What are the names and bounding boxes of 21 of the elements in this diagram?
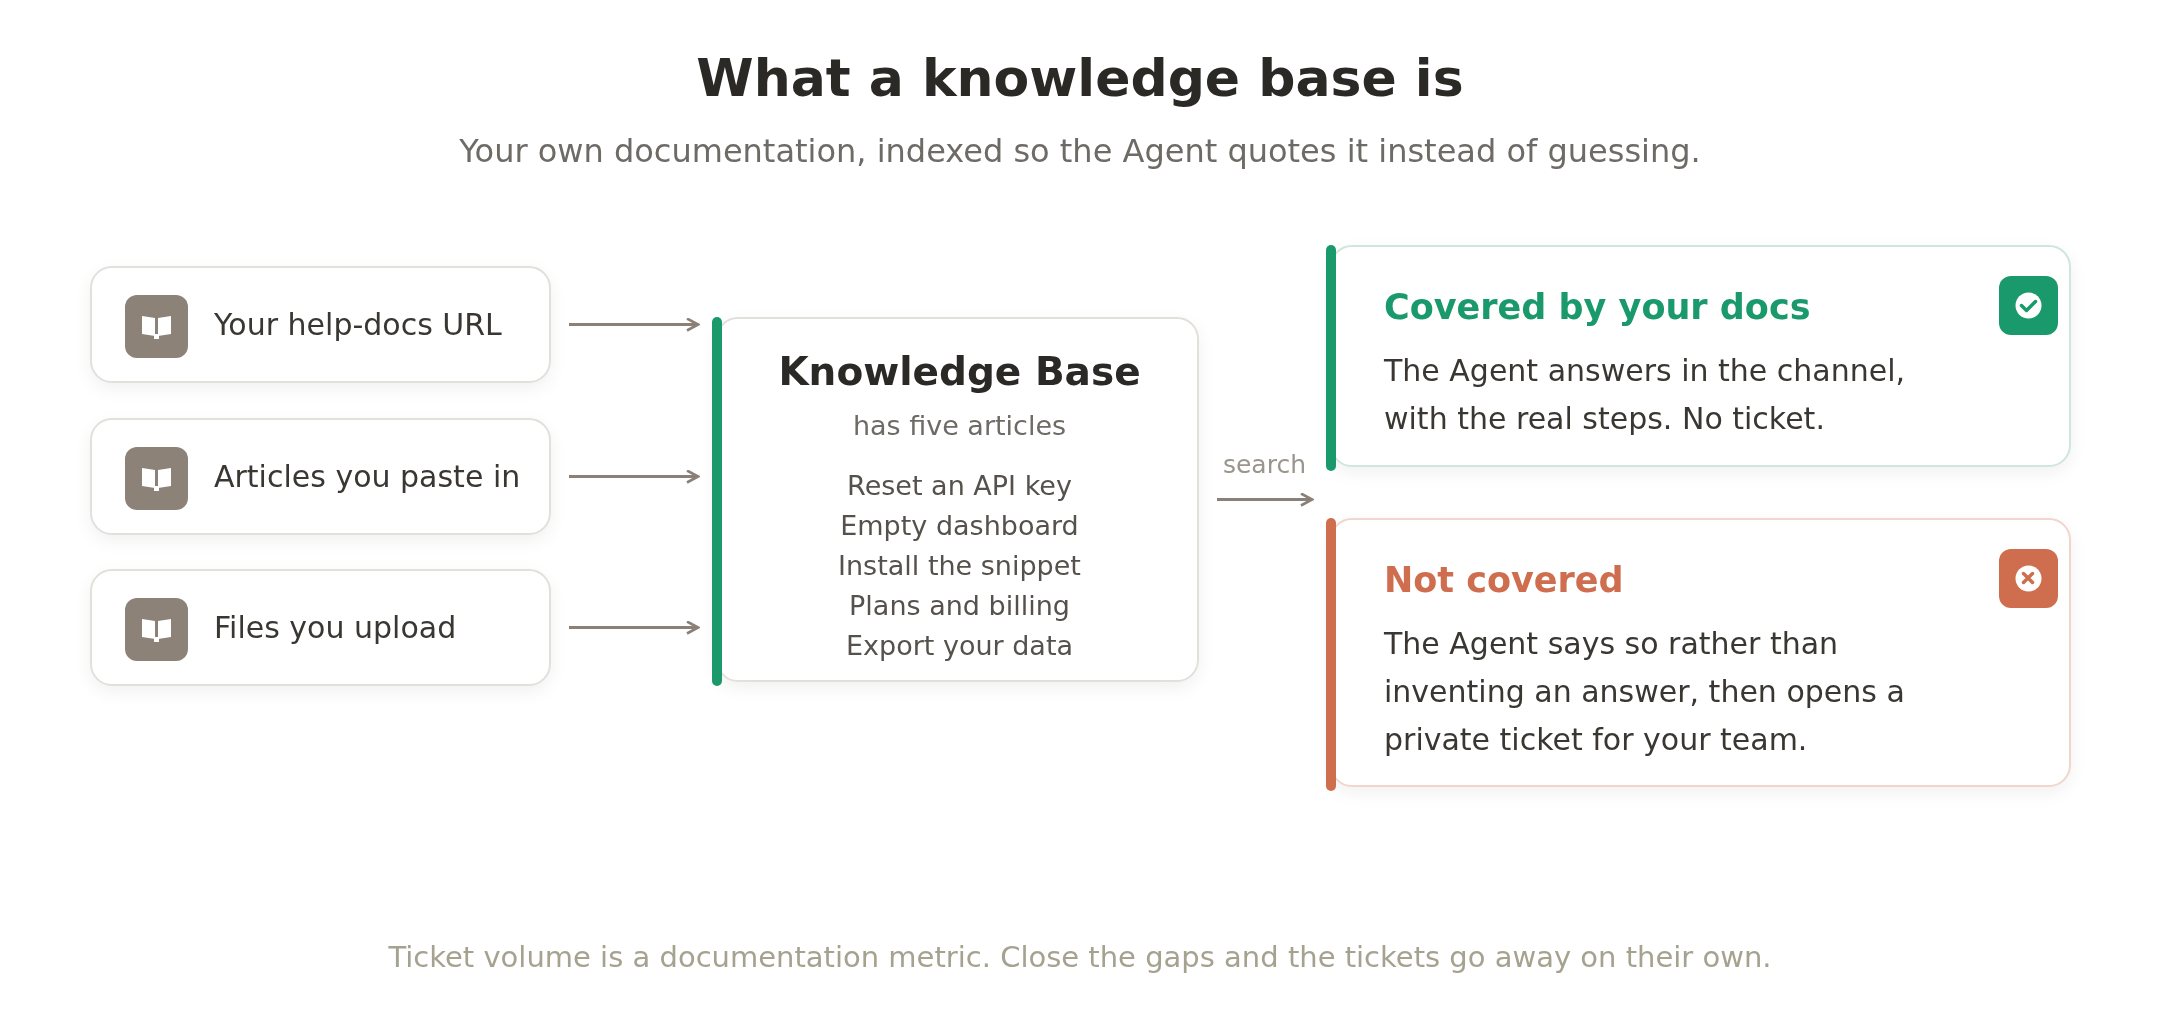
card-heading: Covered by your docs — [1384, 287, 1811, 327]
article-title: Export your data — [844, 630, 1075, 661]
footnote: Ticket volume is a documentation metric. Close the gaps and the tickets go away on their own. — [387, 940, 1773, 974]
source-label: Your help-docs URL — [214, 307, 502, 342]
source-card — [90, 266, 551, 383]
article-title: Reset an API key — [846, 470, 1073, 501]
card-heading: Not covered — [1384, 560, 1624, 600]
source-label: Files you upload — [214, 610, 457, 645]
article-title: Plans and billing — [848, 590, 1071, 621]
article-title: Empty dashboard — [839, 510, 1080, 541]
card-heading: Knowledge Base — [777, 349, 1142, 394]
title: What a knowledge base is — [695, 48, 1465, 108]
edge-label: search — [1221, 449, 1307, 479]
source-label: Articles you paste in — [214, 459, 521, 494]
card-subheading: has five articles — [851, 410, 1068, 441]
article-title: Install the snippet — [837, 550, 1082, 581]
card-description: The Agent answers in the channel, with the real steps. No ticket. — [1384, 352, 1907, 438]
subtitle: Your own documentation, indexed so the Agent quotes it instead of guessing. — [458, 132, 1702, 170]
source-card — [90, 418, 551, 535]
card-description: The Agent says so rather than inventing an answer, then opens a private ticket for your team. — [1384, 625, 1906, 759]
source-card — [90, 569, 551, 686]
